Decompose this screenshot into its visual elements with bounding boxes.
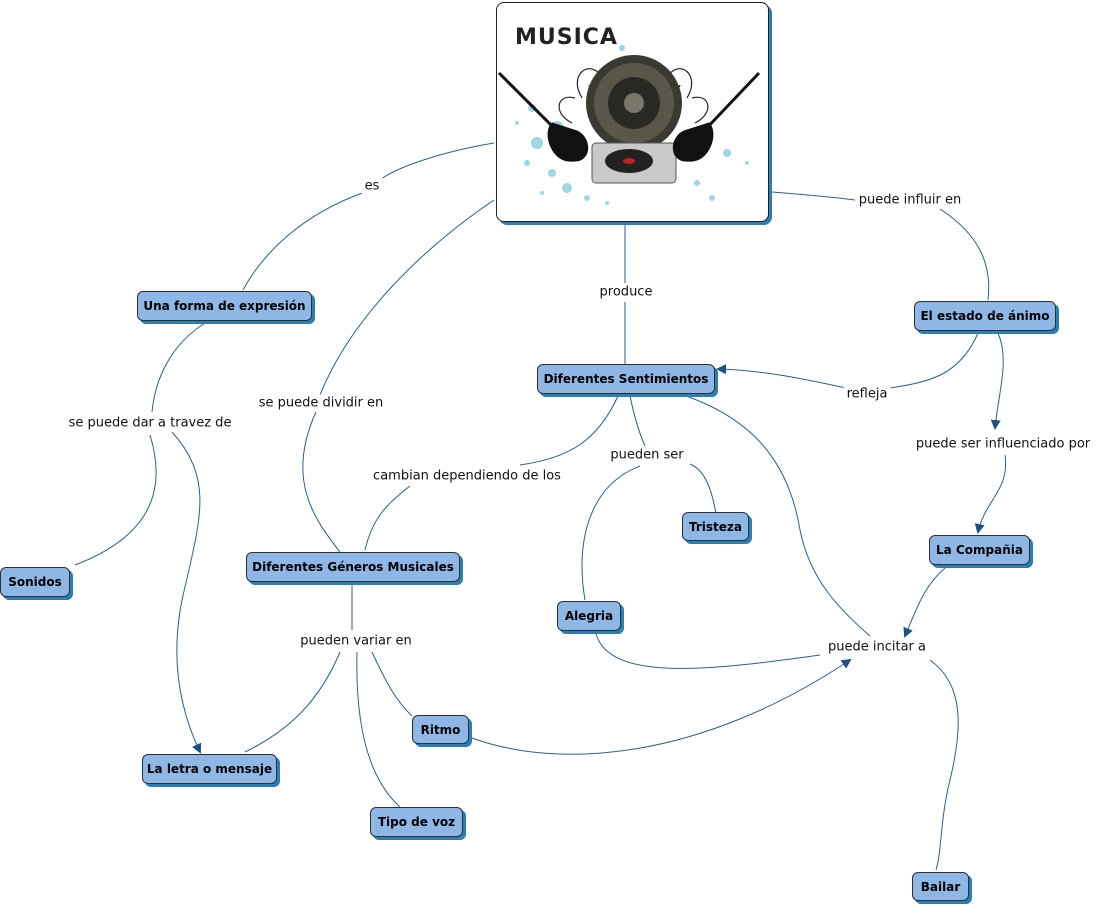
link-line-cambian-2 [364,485,411,551]
link-label-refleja: refleja [843,385,891,403]
root-title: MUSICA [515,25,618,50]
link-line-alegria [581,465,641,601]
link-line-refleja [889,332,979,389]
node-bailar[interactable]: Bailar [912,872,969,901]
node-ritmo[interactable]: Ritmo [412,715,469,744]
link-line-ritmo-incitar [471,658,852,755]
node-letra-mensaje[interactable]: La letra o mensaje [142,754,277,784]
link-line-bailar [929,659,959,871]
node-tristeza[interactable]: Tristeza [682,512,749,541]
link-line-dar-2 [74,434,157,566]
link-label-variar: pueden variar en [297,632,415,650]
link-line-es-2 [242,191,366,291]
node-tipo-de-voz[interactable]: Tipo de voz [370,807,463,837]
link-line-compania-incitar [903,567,946,638]
node-alegria[interactable]: Alegria [557,601,621,631]
link-line-tristeza [689,463,717,515]
link-line-refleja-2 [716,364,847,389]
link-line-influir-2 [939,208,990,301]
link-label-influenciado: puede ser influenciado por [912,435,1094,453]
link-label-pueden-ser: pueden ser [607,446,687,464]
node-la-compania[interactable]: La Compañia [929,535,1030,565]
link-line-dar [151,322,206,413]
link-line-dar-3 [171,431,202,754]
link-label-puede-influir: puede influir en [855,191,965,209]
link-line-letra [244,651,341,753]
node-diferentes-sentimientos[interactable]: Diferentes Sentimientos [537,364,715,394]
node-una-forma-expresion[interactable]: Una forma de expresión [137,291,312,321]
link-line-influenciado [990,332,1004,430]
link-line-tipovoz [356,651,401,808]
link-label-es: es [361,177,383,195]
link-label-dar-travez: se puede dar a travez de [65,414,235,432]
link-line-sent-incitar [679,393,871,637]
node-estado-animo[interactable]: El estado de ánimo [914,301,1056,331]
node-generos-musicales[interactable]: Diferentes Géneros Musicales [246,552,460,582]
link-line-cambian [519,395,619,466]
link-line-pueden-ser [629,395,646,447]
link-line-dividir-2 [302,411,341,553]
node-sonidos[interactable]: Sonidos [0,567,70,597]
link-label-produce: produce [596,283,656,301]
root-concept-musica[interactable]: MUSICA [496,2,769,222]
link-label-cambian: cambian dependiendo de los [370,467,564,485]
link-line-influir [771,191,856,201]
link-label-incitar: puede incitar a [825,638,929,656]
link-line-alegria-incitar [595,633,821,669]
link-line-dividir [319,199,495,396]
link-line-influenciado-2 [974,454,1007,534]
music-illustration [497,45,761,205]
link-line-es [379,142,495,181]
link-line-ritmo [371,651,413,717]
link-label-dividir: se puede dividir en [255,394,387,412]
